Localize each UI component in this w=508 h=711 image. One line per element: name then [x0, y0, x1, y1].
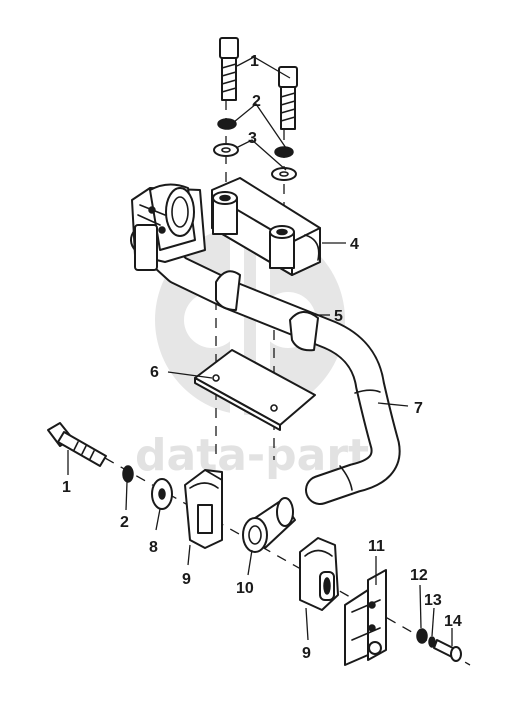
end-link-assembly-left	[131, 183, 206, 271]
large-washer	[151, 478, 173, 510]
spring-washers-top	[217, 118, 294, 158]
bolt-top-left	[219, 37, 239, 101]
small-bolt	[433, 639, 462, 662]
callout-1-top: 1	[250, 53, 259, 70]
callout-2-bottom: 2	[120, 514, 129, 531]
support-bracket	[344, 569, 387, 666]
callout-10: 10	[236, 580, 254, 597]
callout-9-left: 9	[182, 571, 191, 588]
callout-12: 12	[410, 567, 428, 584]
callout-1-bottom: 1	[62, 479, 71, 496]
callout-2-top: 2	[252, 93, 261, 110]
callout-14: 14	[444, 613, 462, 630]
callout-5: 5	[334, 308, 343, 325]
callout-4: 4	[350, 236, 359, 253]
bracket	[211, 177, 321, 276]
callout-7: 7	[414, 400, 423, 417]
callout-9-right: 9	[302, 645, 311, 662]
stabilizer-bar	[130, 225, 401, 505]
nut	[416, 628, 428, 644]
callout-labels: 1 2 3 4 5 6 7 1 2 8 9 10 9 11 12 13 14	[62, 53, 462, 662]
center-bushing	[242, 497, 296, 553]
clamp-half-right	[299, 537, 339, 611]
callout-11: 11	[368, 538, 385, 555]
small-washer	[428, 636, 436, 648]
leader-lines	[67, 56, 453, 646]
clamp-half-left	[184, 469, 223, 549]
callout-8: 8	[149, 539, 158, 556]
bar-bushings	[215, 270, 319, 352]
flat-washers-top	[213, 143, 297, 181]
callout-6: 6	[150, 364, 159, 381]
spring-washer-bottom	[122, 465, 134, 483]
callout-13: 13	[424, 592, 442, 609]
callout-3-top: 3	[248, 130, 257, 147]
mounting-plate	[194, 349, 316, 431]
bolt-bottom	[47, 422, 107, 467]
